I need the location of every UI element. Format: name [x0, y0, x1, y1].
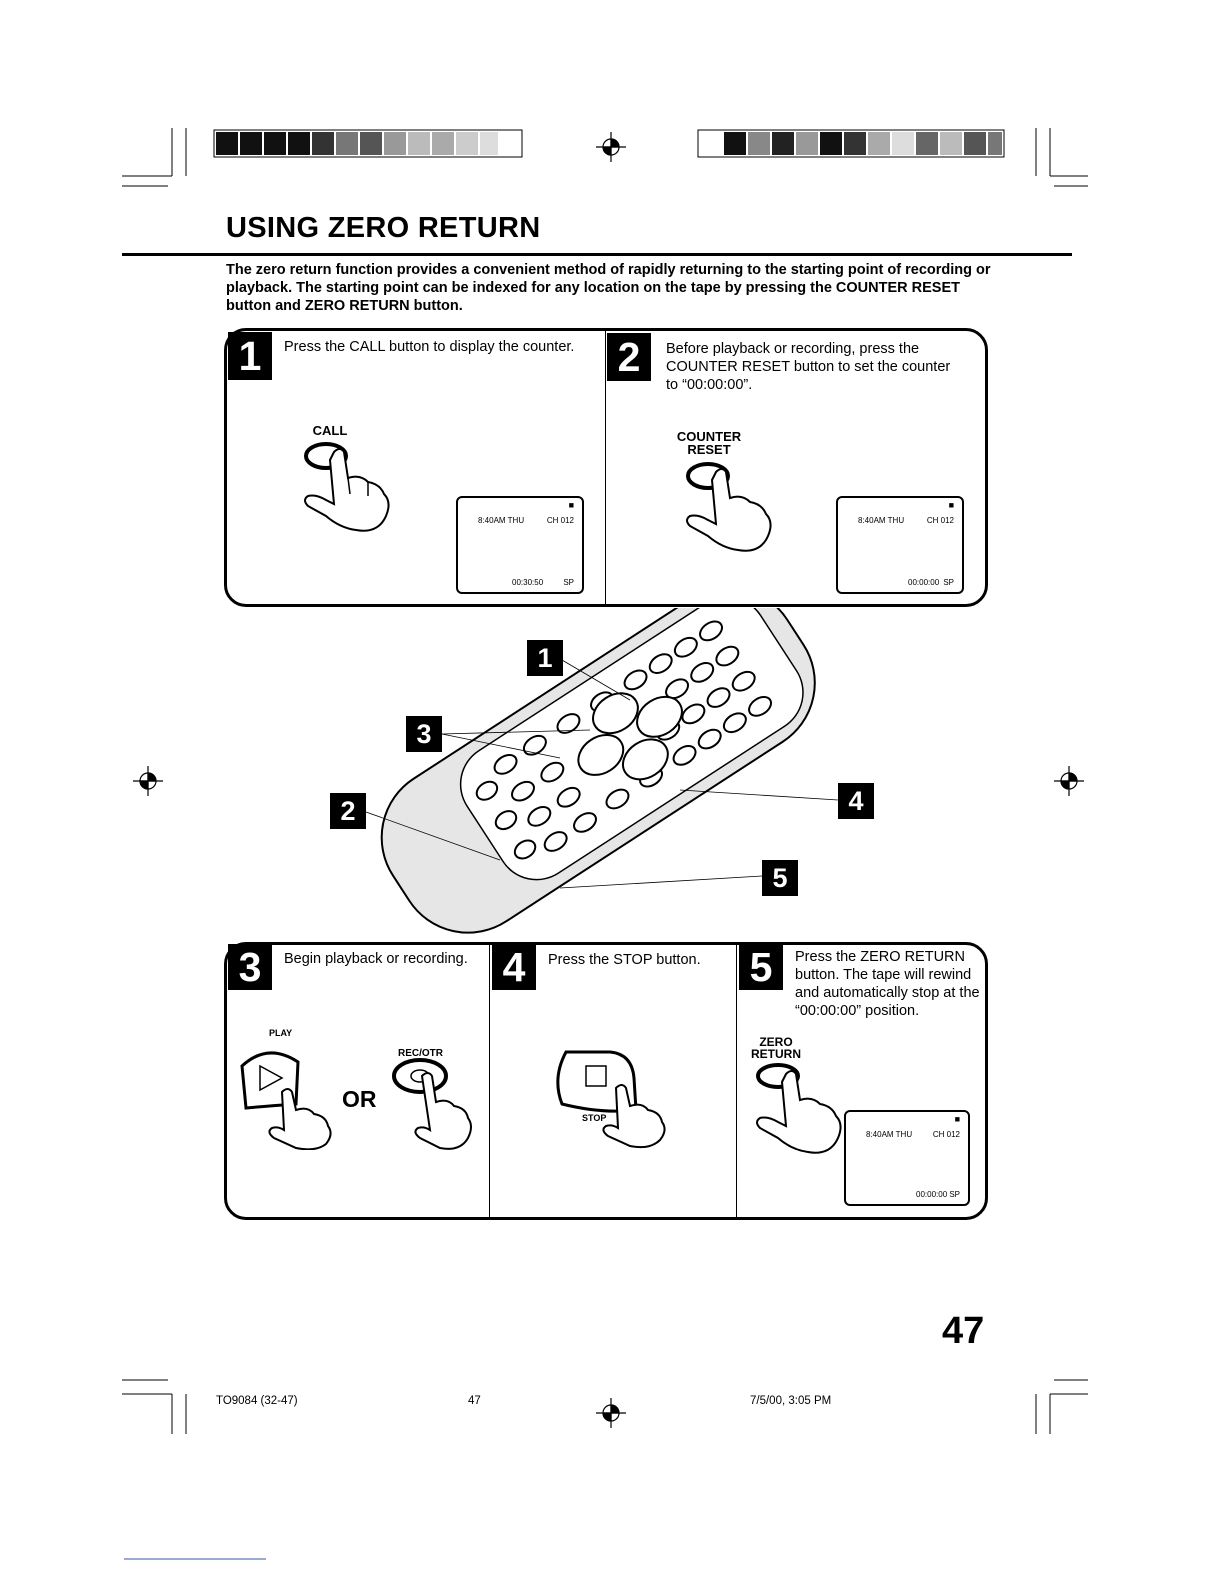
title-rule — [122, 253, 1072, 256]
rec-label: REC/OTR — [398, 1048, 443, 1059]
intro-text: The zero return function provides a conv… — [226, 262, 991, 314]
panel-divider — [736, 944, 737, 1218]
panel-divider — [489, 944, 490, 1218]
step-number: 1 — [228, 332, 272, 380]
step-number: 4 — [492, 944, 536, 990]
footer-page-ref: 47 — [468, 1395, 481, 1407]
hand-press-icon — [304, 442, 390, 532]
screen-channel: CH 012 — [932, 1130, 960, 1139]
screen-channel: CH 012 — [926, 516, 954, 525]
button-label: ZERO — [759, 1035, 793, 1049]
screen-time: 8:40AM THU — [478, 516, 525, 525]
footer-datetime: 7/5/00, 3:05 PM — [750, 1395, 832, 1407]
screen-counter: 00:00:00 — [916, 1190, 948, 1199]
remote-control-illustration — [380, 608, 816, 934]
stop-label: STOP — [582, 1113, 607, 1123]
page-title: USING ZERO RETURN — [226, 212, 541, 244]
hand-press-icon — [756, 1063, 842, 1154]
page-number: 47 — [942, 1310, 985, 1352]
callout-2: 2 — [330, 793, 366, 829]
screen-time: 8:40AM THU — [866, 1130, 913, 1139]
step-text: Press the ZERO RETURN button. The tape w… — [795, 949, 980, 1019]
step-text: Press the STOP button. — [548, 952, 701, 968]
step-text: Press the CALL button to display the cou… — [284, 339, 575, 355]
screen-speed: SP — [943, 578, 954, 587]
callout-1: 1 — [527, 640, 563, 676]
footer-file: TO9084 (32-47) — [216, 1395, 298, 1407]
screen-time: 8:40AM THU — [858, 516, 905, 525]
callout-5: 5 — [762, 860, 798, 896]
screen-channel: CH 012 — [546, 516, 574, 525]
play-button-icon — [240, 1051, 332, 1150]
button-label: RETURN — [751, 1047, 801, 1061]
tv-screen: ■ 8:40AM THU CH 012 00:30:50 SP — [456, 496, 584, 594]
screen-speed: SP — [563, 578, 574, 587]
stop-button-icon — [556, 1050, 666, 1149]
button-label: CALL — [312, 423, 348, 438]
step-number: 3 — [228, 944, 272, 990]
tv-screen: ■ 8:40AM THU CH 012 00:00:00 SP — [836, 496, 964, 594]
hand-press-icon — [686, 462, 772, 552]
play-label: PLAY — [269, 1028, 293, 1038]
step-text: Begin playback or recording. — [284, 951, 468, 967]
tv-screen: ■ 8:40AM THU CH 012 00:00:00 SP — [844, 1110, 970, 1206]
screen-counter: 00:30:50 — [512, 578, 544, 587]
button-label: RESET — [687, 442, 731, 457]
step-text: Before playback or recording, press the … — [666, 341, 951, 393]
callout-4: 4 — [838, 783, 874, 819]
step-number: 5 — [739, 944, 783, 990]
screen-speed: SP — [949, 1190, 960, 1199]
screen-counter: 00:00:00 — [908, 578, 940, 587]
callout-3: 3 — [406, 716, 442, 752]
panel-divider — [605, 330, 606, 605]
step-number: 2 — [607, 333, 651, 381]
rec-button-icon — [392, 1058, 472, 1150]
button-label: COUNTER — [676, 429, 742, 444]
or-label: OR — [342, 1086, 377, 1112]
